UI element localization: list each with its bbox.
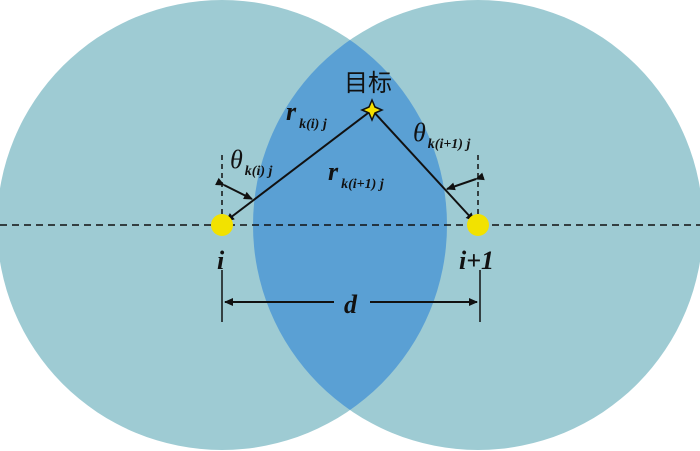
range-label-i1-sub: k(i+1) j — [341, 177, 384, 192]
range-line-i — [225, 109, 373, 222]
target-label: 目标 — [344, 69, 392, 97]
angle-arrow-i — [215, 177, 253, 200]
angle-label-i-base: θ — [230, 145, 243, 174]
range-label-i-sub: k(i) j — [299, 117, 327, 132]
range-label-i-base: r — [286, 97, 297, 126]
range-line-i1 — [371, 109, 475, 222]
angle-label-i1-sub: k(i+1) j — [428, 137, 471, 152]
target-star-icon — [360, 98, 384, 122]
angle-arrow-i1 — [446, 172, 485, 191]
range-label-i1-base: r — [328, 157, 339, 186]
node-i-marker — [211, 214, 233, 236]
overlap-region — [253, 0, 447, 450]
angle-label-i-sub: k(i) j — [245, 164, 273, 179]
distance-label: d — [344, 290, 358, 319]
node-i-label: i — [217, 246, 225, 275]
node-i1-marker — [467, 214, 489, 236]
angle-label-i1-base: θ — [413, 118, 426, 147]
node-i1-label: i+1 — [459, 246, 494, 275]
